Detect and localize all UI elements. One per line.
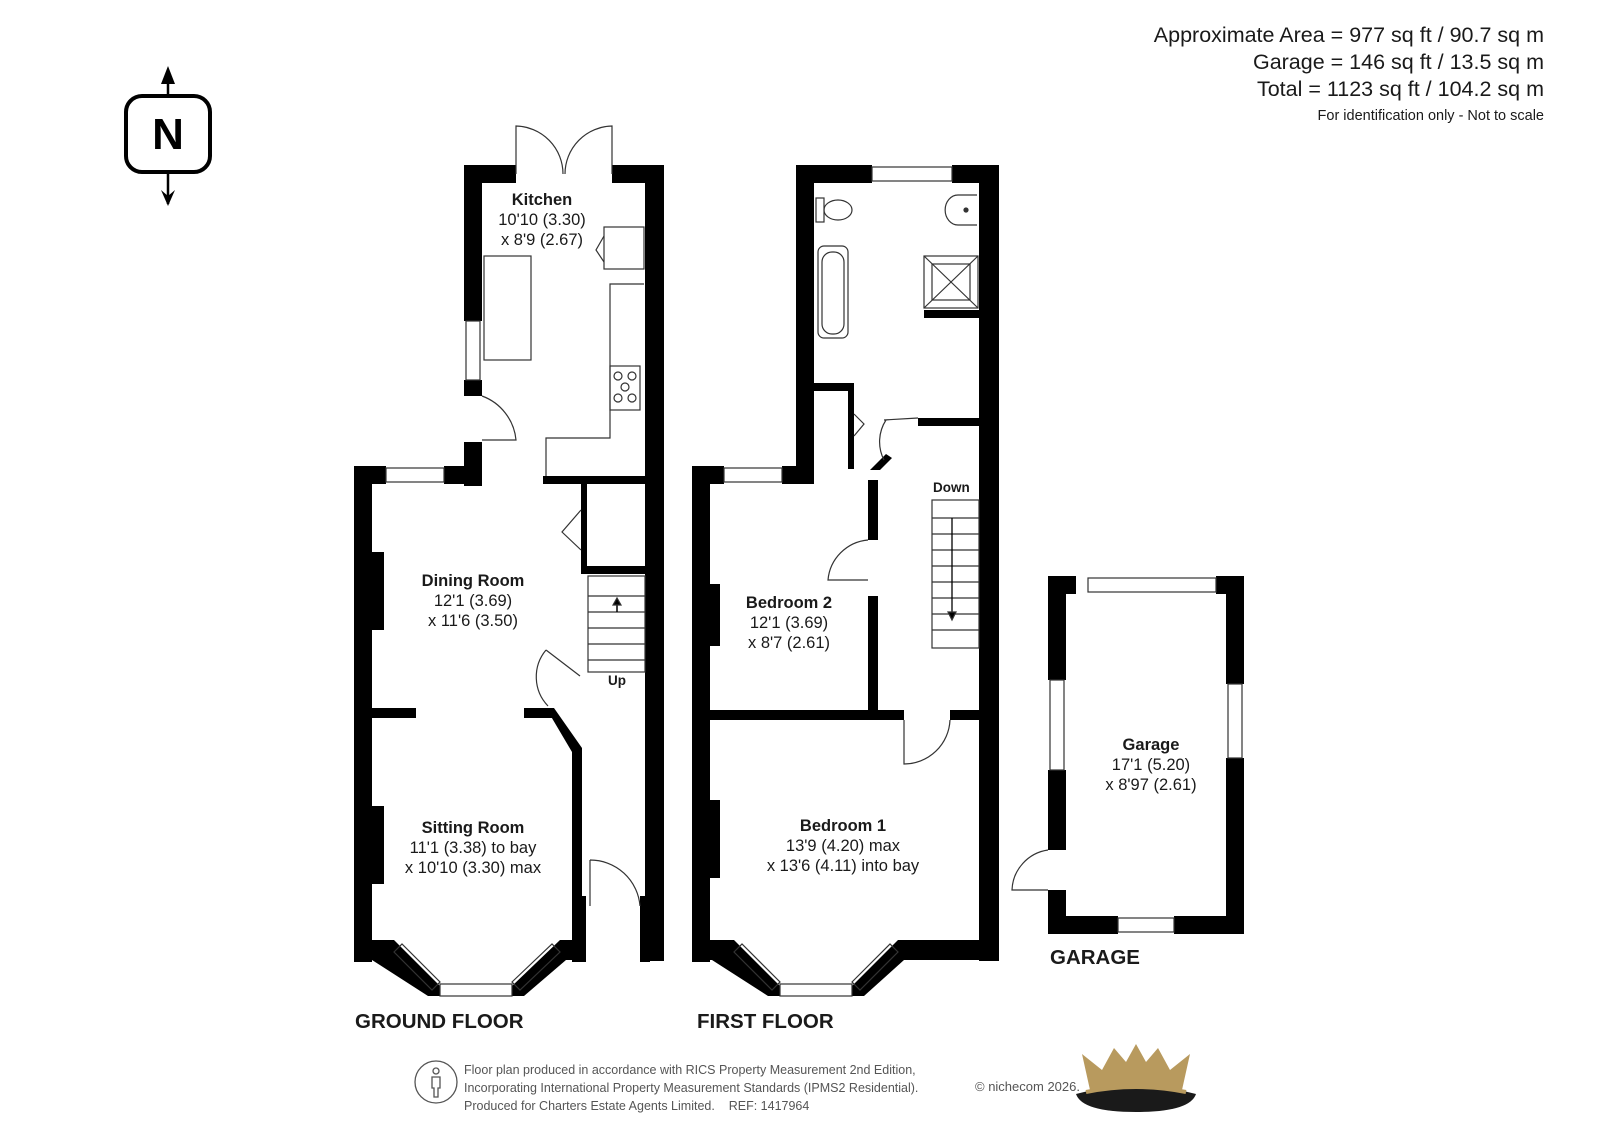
room-dim: x 8'7 (2.61) bbox=[747, 634, 831, 652]
room-label-dining: Dining Room 12'1 (3.69) x 11'6 (3.50) bbox=[422, 571, 525, 631]
room-dim: 12'1 (3.69) bbox=[433, 592, 513, 610]
person-icon bbox=[414, 1060, 458, 1104]
floor-label-ground: GROUND FLOOR bbox=[355, 1010, 524, 1033]
footer-line: Floor plan produced in accordance with R… bbox=[464, 1063, 916, 1077]
area-summary: Approximate Area = 977 sq ft / 90.7 sq m… bbox=[1154, 22, 1544, 129]
approx-area: Approximate Area = 977 sq ft / 90.7 sq m bbox=[1153, 23, 1544, 47]
total-area: Total = 1123 sq ft / 104.2 sq m bbox=[1256, 77, 1544, 101]
copyright: © nichecom 2026. bbox=[975, 1079, 1080, 1094]
room-dim: x 13'6 (4.11) into bay bbox=[766, 857, 920, 875]
garage-area: Garage = 146 sq ft / 13.5 sq m bbox=[1252, 50, 1544, 74]
ground-floor-plan bbox=[354, 165, 664, 996]
stair-up-label: Up bbox=[608, 673, 626, 688]
room-dim: 17'1 (5.20) bbox=[1111, 756, 1191, 774]
room-name: Bedroom 2 bbox=[745, 594, 833, 612]
crown-logo bbox=[1076, 1044, 1196, 1112]
room-name: Garage bbox=[1122, 736, 1180, 754]
first-floor-plan bbox=[692, 165, 999, 996]
garage-details bbox=[1011, 577, 1243, 933]
room-label-bedroom2: Bedroom 2 12'1 (3.69) x 8'7 (2.61) bbox=[746, 593, 832, 653]
room-dim: x 8'97 (2.61) bbox=[1105, 776, 1197, 794]
compass-letter: N bbox=[152, 110, 184, 159]
room-label-kitchen: Kitchen 10'10 (3.30) x 8'9 (2.67) bbox=[498, 190, 586, 250]
room-name: Sitting Room bbox=[421, 819, 525, 837]
room-dim: 11'1 (3.38) to bay bbox=[409, 839, 537, 857]
garage-plan bbox=[1048, 576, 1244, 934]
room-label-sitting: Sitting Room 11'1 (3.38) to bay x 10'10 … bbox=[405, 818, 541, 878]
footer-line: Produced for Charters Estate Agents Limi… bbox=[464, 1099, 810, 1113]
room-dim: x 8'9 (2.67) bbox=[500, 231, 584, 249]
room-label-garage: Garage 17'1 (5.20) x 8'97 (2.61) bbox=[1105, 735, 1196, 795]
room-dim: 10'10 (3.30) bbox=[498, 211, 586, 229]
room-dim: x 11'6 (3.50) bbox=[428, 612, 518, 630]
room-name: Bedroom 1 bbox=[799, 817, 887, 835]
room-name: Dining Room bbox=[421, 572, 525, 590]
room-dim: x 10'10 (3.30) max bbox=[404, 859, 542, 877]
north-arrow-icon: N bbox=[124, 66, 212, 206]
room-name: Kitchen bbox=[511, 191, 573, 209]
room-dim: 12'1 (3.69) bbox=[749, 614, 829, 632]
scale-note: For identification only - Not to scale bbox=[1317, 108, 1544, 124]
floor-label-first: FIRST FLOOR bbox=[697, 1010, 834, 1033]
stair-down-label: Down bbox=[933, 480, 970, 495]
footer-line: Incorporating International Property Mea… bbox=[464, 1081, 919, 1095]
ground-floor-details bbox=[385, 125, 646, 997]
footer-text: Floor plan produced in accordance with R… bbox=[464, 1061, 918, 1115]
floor-label-garage: GARAGE bbox=[1050, 946, 1140, 969]
room-label-bedroom1: Bedroom 1 13'9 (4.20) max x 13'6 (4.11) … bbox=[767, 816, 919, 876]
first-floor-details bbox=[723, 166, 980, 997]
room-dim: 13'9 (4.20) max bbox=[785, 837, 901, 855]
